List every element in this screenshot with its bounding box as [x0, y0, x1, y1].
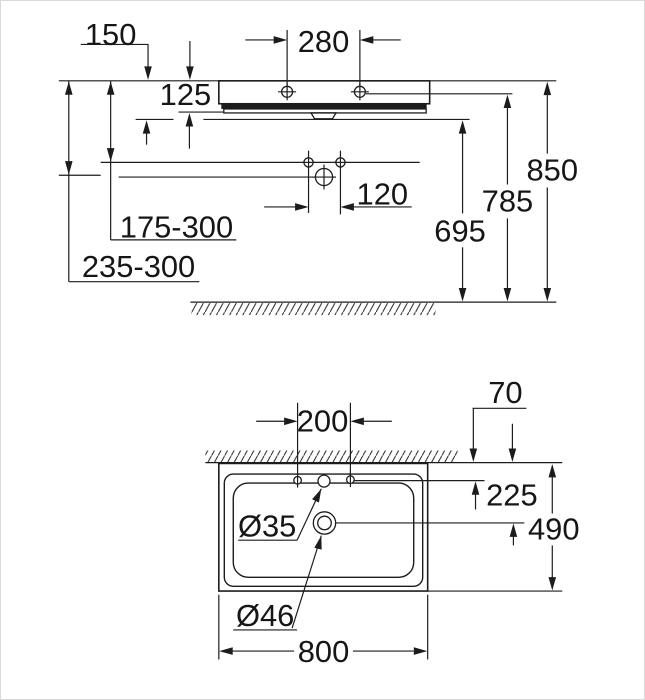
- dim-280-value: 280: [298, 24, 350, 59]
- plan-view: 70 200 225: [205, 375, 580, 669]
- dim-70: 70: [469, 375, 527, 462]
- dim-850-value: 850: [527, 153, 579, 188]
- dim-225-value: 225: [486, 478, 538, 513]
- dim-150-value: 150: [85, 17, 137, 52]
- side-view: 280 150 125: [58, 17, 579, 316]
- tap-hole: [317, 474, 331, 488]
- basin-rim-band: [221, 103, 427, 109]
- dim-drain-hole-diameter: Ø46: [233, 534, 325, 633]
- dim-125-value: 125: [160, 77, 212, 112]
- dim-175-300-value: 175-300: [120, 209, 233, 244]
- dim-dia46-value: Ø46: [236, 598, 294, 633]
- dim-695: 695: [434, 120, 486, 302]
- dim-785: 785: [365, 93, 534, 302]
- dim-850: 850: [527, 81, 579, 302]
- dim-125: 125: [160, 40, 224, 149]
- basin-inner-rim: [223, 473, 424, 587]
- dim-175-300: 175-300: [106, 80, 237, 244]
- wall-hatching: [205, 450, 458, 463]
- dim-200: 200: [256, 404, 392, 439]
- dim-225: 225: [471, 478, 538, 546]
- drain-stub: [309, 112, 338, 120]
- dim-200-value: 200: [297, 404, 349, 439]
- basin-body-profile: [218, 80, 431, 105]
- dim-490-value: 490: [528, 511, 580, 546]
- dim-490: 490: [427, 463, 580, 592]
- dim-150: 150: [80, 17, 174, 145]
- dim-dia35-value: Ø35: [238, 508, 296, 543]
- dim-785-value: 785: [482, 183, 534, 218]
- dim-70-value: 70: [488, 375, 522, 410]
- dim-800: 800: [218, 594, 429, 669]
- dim-800-value: 800: [298, 634, 350, 669]
- dim-235-300-value: 235-300: [82, 249, 195, 284]
- floor-hatching: [191, 303, 436, 316]
- dim-235-300: 235-300: [58, 80, 200, 284]
- dim-tap-hole-diameter: Ø35: [238, 487, 325, 543]
- dim-280: 280: [245, 24, 401, 87]
- dim-120-value: 120: [357, 176, 409, 211]
- dim-120: 120: [264, 176, 412, 211]
- dim-695-value: 695: [434, 213, 486, 248]
- drain-hole-inner: [317, 515, 332, 531]
